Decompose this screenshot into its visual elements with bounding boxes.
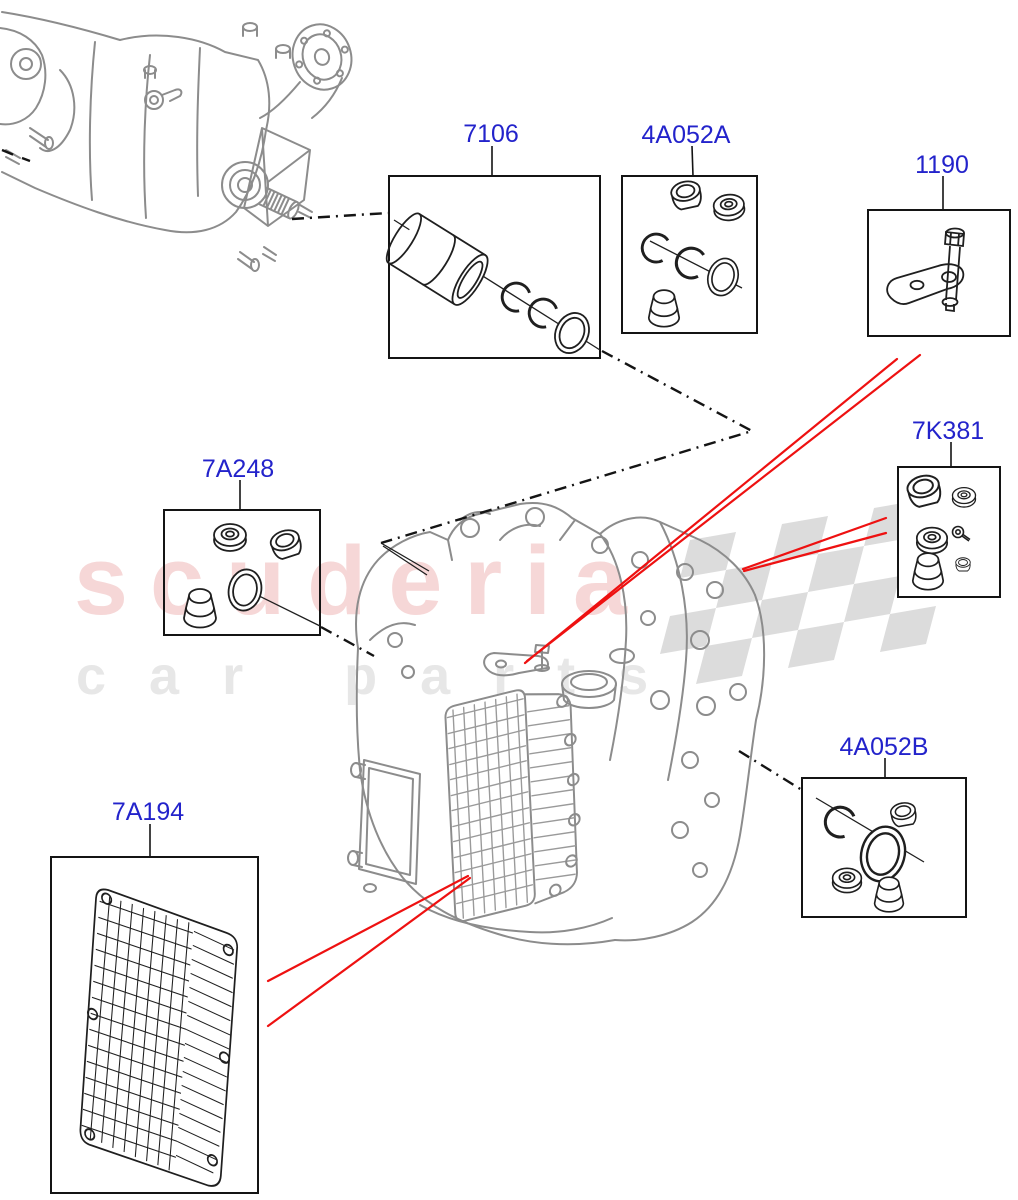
red-lines-1190 <box>523 353 922 665</box>
dash-line-shaft-to-7106 <box>291 211 389 221</box>
checkered-flag-watermark <box>660 500 956 684</box>
callout-box-1190 <box>867 209 1011 337</box>
red-lines-7K381 <box>741 516 888 573</box>
dash-line-edge <box>1 148 31 163</box>
part-sketch-4A052B <box>815 797 925 913</box>
part-sketch-1190 <box>886 227 965 313</box>
leader-4A052A <box>691 145 694 177</box>
red-callout-lines <box>266 353 922 1028</box>
part-sketch-7A194 <box>79 888 239 1187</box>
part-sketch-4A052A <box>637 177 747 328</box>
part-label-7K381[interactable]: 7K381 <box>911 417 985 445</box>
dash-line-7106-to-transaxle <box>380 349 756 545</box>
part-sketch-7A248 <box>183 523 321 629</box>
watermark-word-scuderia: scuderia <box>74 526 649 635</box>
part-label-4A052A[interactable]: 4A052A <box>641 121 731 149</box>
pointer-7106 <box>380 542 430 576</box>
callout-box-7A248 <box>163 509 321 636</box>
transfer-case-sketch <box>0 11 353 272</box>
part-label-7106[interactable]: 7106 <box>463 120 519 148</box>
dash-line-7A248-to-transaxle <box>320 625 375 658</box>
connector-lines <box>1 148 819 802</box>
part-sketch-7106 <box>385 212 601 360</box>
brand-watermark: scuderia car parts <box>74 526 691 706</box>
transaxle-sketch <box>347 502 766 946</box>
part-label-7A248[interactable]: 7A248 <box>201 455 275 483</box>
part-label-4A052B[interactable]: 4A052B <box>839 733 929 761</box>
watermark-word-car-parts: car parts <box>76 646 691 706</box>
part-label-1190[interactable]: 1190 <box>915 151 969 179</box>
part-label-7A194[interactable]: 7A194 <box>111 798 185 826</box>
red-lines-7A194 <box>266 874 472 1028</box>
